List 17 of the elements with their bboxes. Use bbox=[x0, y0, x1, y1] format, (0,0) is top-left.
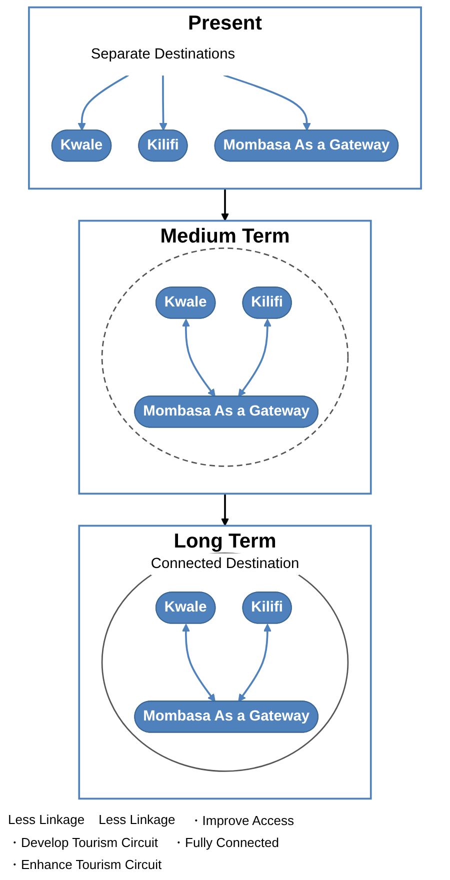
arrow bbox=[238, 624, 272, 702]
node-text: Separate Destinations bbox=[90, 46, 236, 62]
arrow bbox=[182, 318, 216, 397]
arrow bbox=[159, 75, 168, 131]
arrow bbox=[78, 74, 129, 131]
arrow bbox=[182, 624, 216, 702]
arrow bbox=[238, 318, 272, 397]
note-text: Less Linkage bbox=[98, 812, 176, 829]
note-text: ・Fully Connected bbox=[172, 834, 279, 852]
cluster bbox=[101, 248, 349, 467]
arrow bbox=[220, 494, 230, 526]
note-text: ・Enhance Tourism Circuit bbox=[8, 856, 162, 874]
arrow bbox=[223, 74, 311, 131]
note-text: ・Develop Tourism Circuit bbox=[8, 834, 158, 852]
arrow bbox=[220, 188, 230, 222]
note-text: ・Improve Access bbox=[189, 812, 294, 830]
note-text: Less Linkage bbox=[8, 812, 85, 829]
